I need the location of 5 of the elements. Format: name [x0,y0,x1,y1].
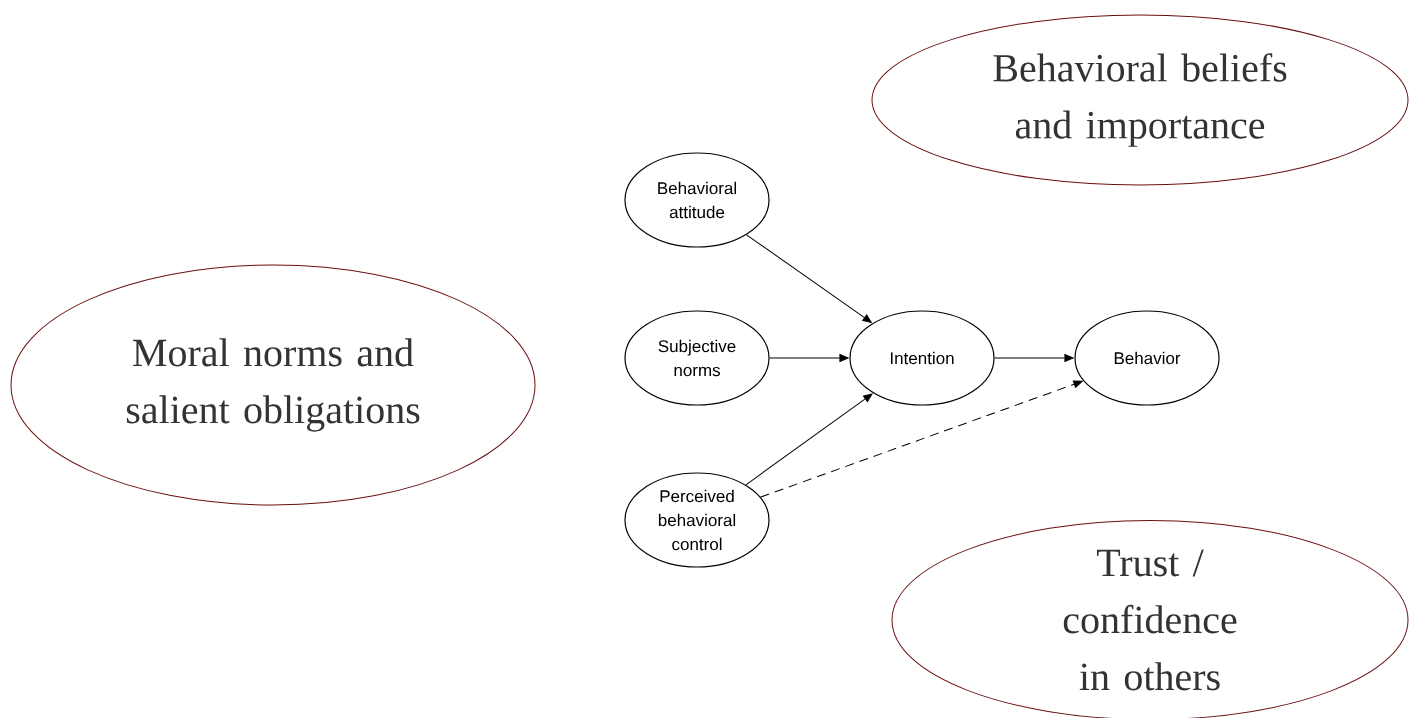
arrow [994,354,1074,362]
arrow [745,393,873,486]
arrow [746,234,872,323]
arrow [760,380,1083,498]
arrow [769,354,849,362]
